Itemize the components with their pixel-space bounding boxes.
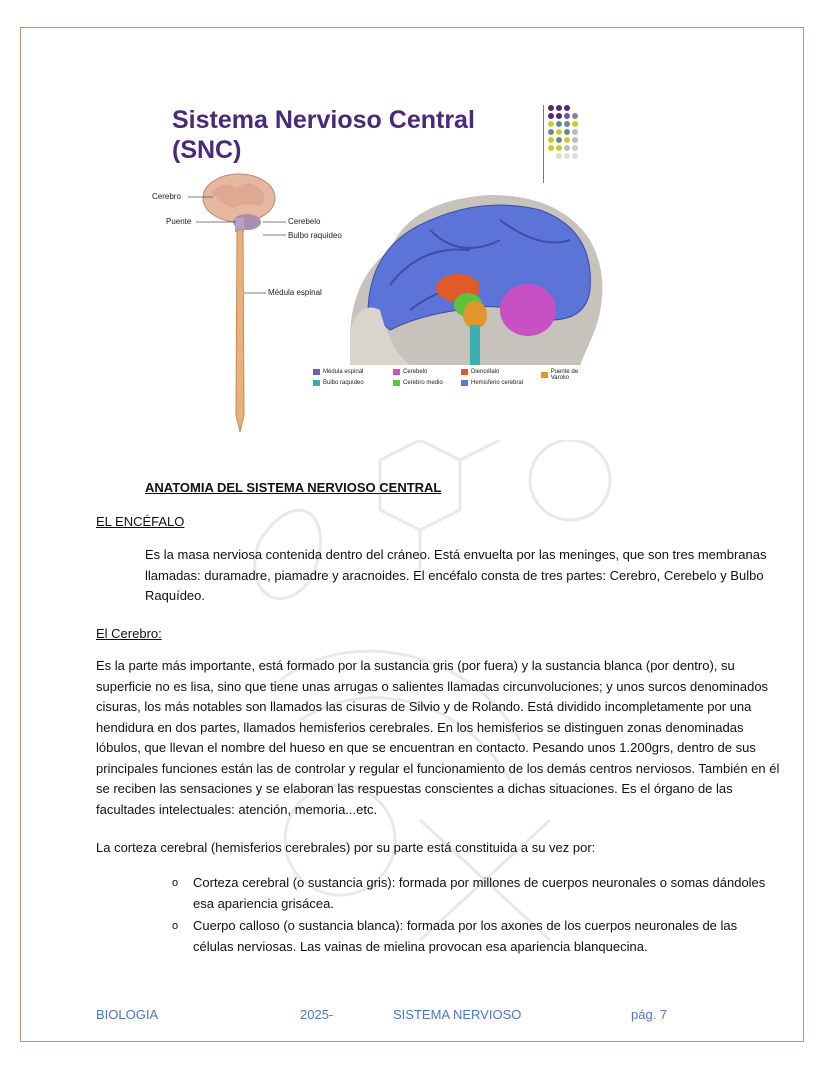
dot-grid-decoration xyxy=(548,105,578,159)
subheading-cerebro: El Cerebro: xyxy=(96,626,162,641)
bullet-marker: o xyxy=(172,877,179,889)
brain-cross-section-illustration xyxy=(350,195,603,365)
legend-item: Bulbo raquídeo xyxy=(313,380,364,386)
bullet-marker: o xyxy=(172,920,179,932)
label-cerebelo: Cerebelo xyxy=(288,217,321,226)
legend-item: Médula espinal xyxy=(313,369,363,375)
label-cerebro: Cerebro xyxy=(152,192,181,201)
legend-item: Hemisferio cerebral xyxy=(461,380,523,386)
label-bulbo: Bulbo raquideo xyxy=(288,231,342,240)
slide-title: Sistema Nervioso Central (SNC) xyxy=(172,105,475,165)
subheading-encefalo: EL ENCÉFALO xyxy=(96,514,185,529)
label-medula: Médula espinal xyxy=(268,288,322,297)
snc-slide-image: Sistema Nervioso Central (SNC) Cerebro P… xyxy=(138,95,613,440)
watermark-decoration xyxy=(253,438,612,942)
legend-item: Diencéfalo xyxy=(461,369,499,375)
footer-subject: BIOLOGIA xyxy=(96,1007,159,1022)
slide-title-line2: (SNC) xyxy=(172,136,242,164)
label-leader-lines xyxy=(188,196,286,294)
legend-item: Cerebro medio xyxy=(393,380,443,386)
paragraph-encefalo: Es la masa nerviosa contenida dentro del… xyxy=(145,547,767,603)
paragraph-corteza: La corteza cerebral (hemisferios cerebra… xyxy=(96,840,596,855)
footer-year: 2025- xyxy=(300,1007,334,1022)
footer-topic: SISTEMA NERVIOSO xyxy=(393,1007,522,1022)
spinal-cord-illustration xyxy=(202,173,276,433)
divider-line xyxy=(543,105,544,183)
footer-page-number: pág. 7 xyxy=(631,1007,668,1022)
legend-item: Cerebelo xyxy=(393,369,427,375)
slide-title-line1: Sistema Nervioso Central xyxy=(172,106,475,134)
page-border xyxy=(20,27,804,1042)
paragraph-cerebro: Es la parte más importante, está formado… xyxy=(96,658,780,817)
section-heading: ANATOMIA DEL SISTEMA NERVIOSO CENTRAL xyxy=(145,480,442,495)
label-puente: Puente xyxy=(166,217,192,226)
legend-item: Puente de Varolio xyxy=(541,369,596,381)
